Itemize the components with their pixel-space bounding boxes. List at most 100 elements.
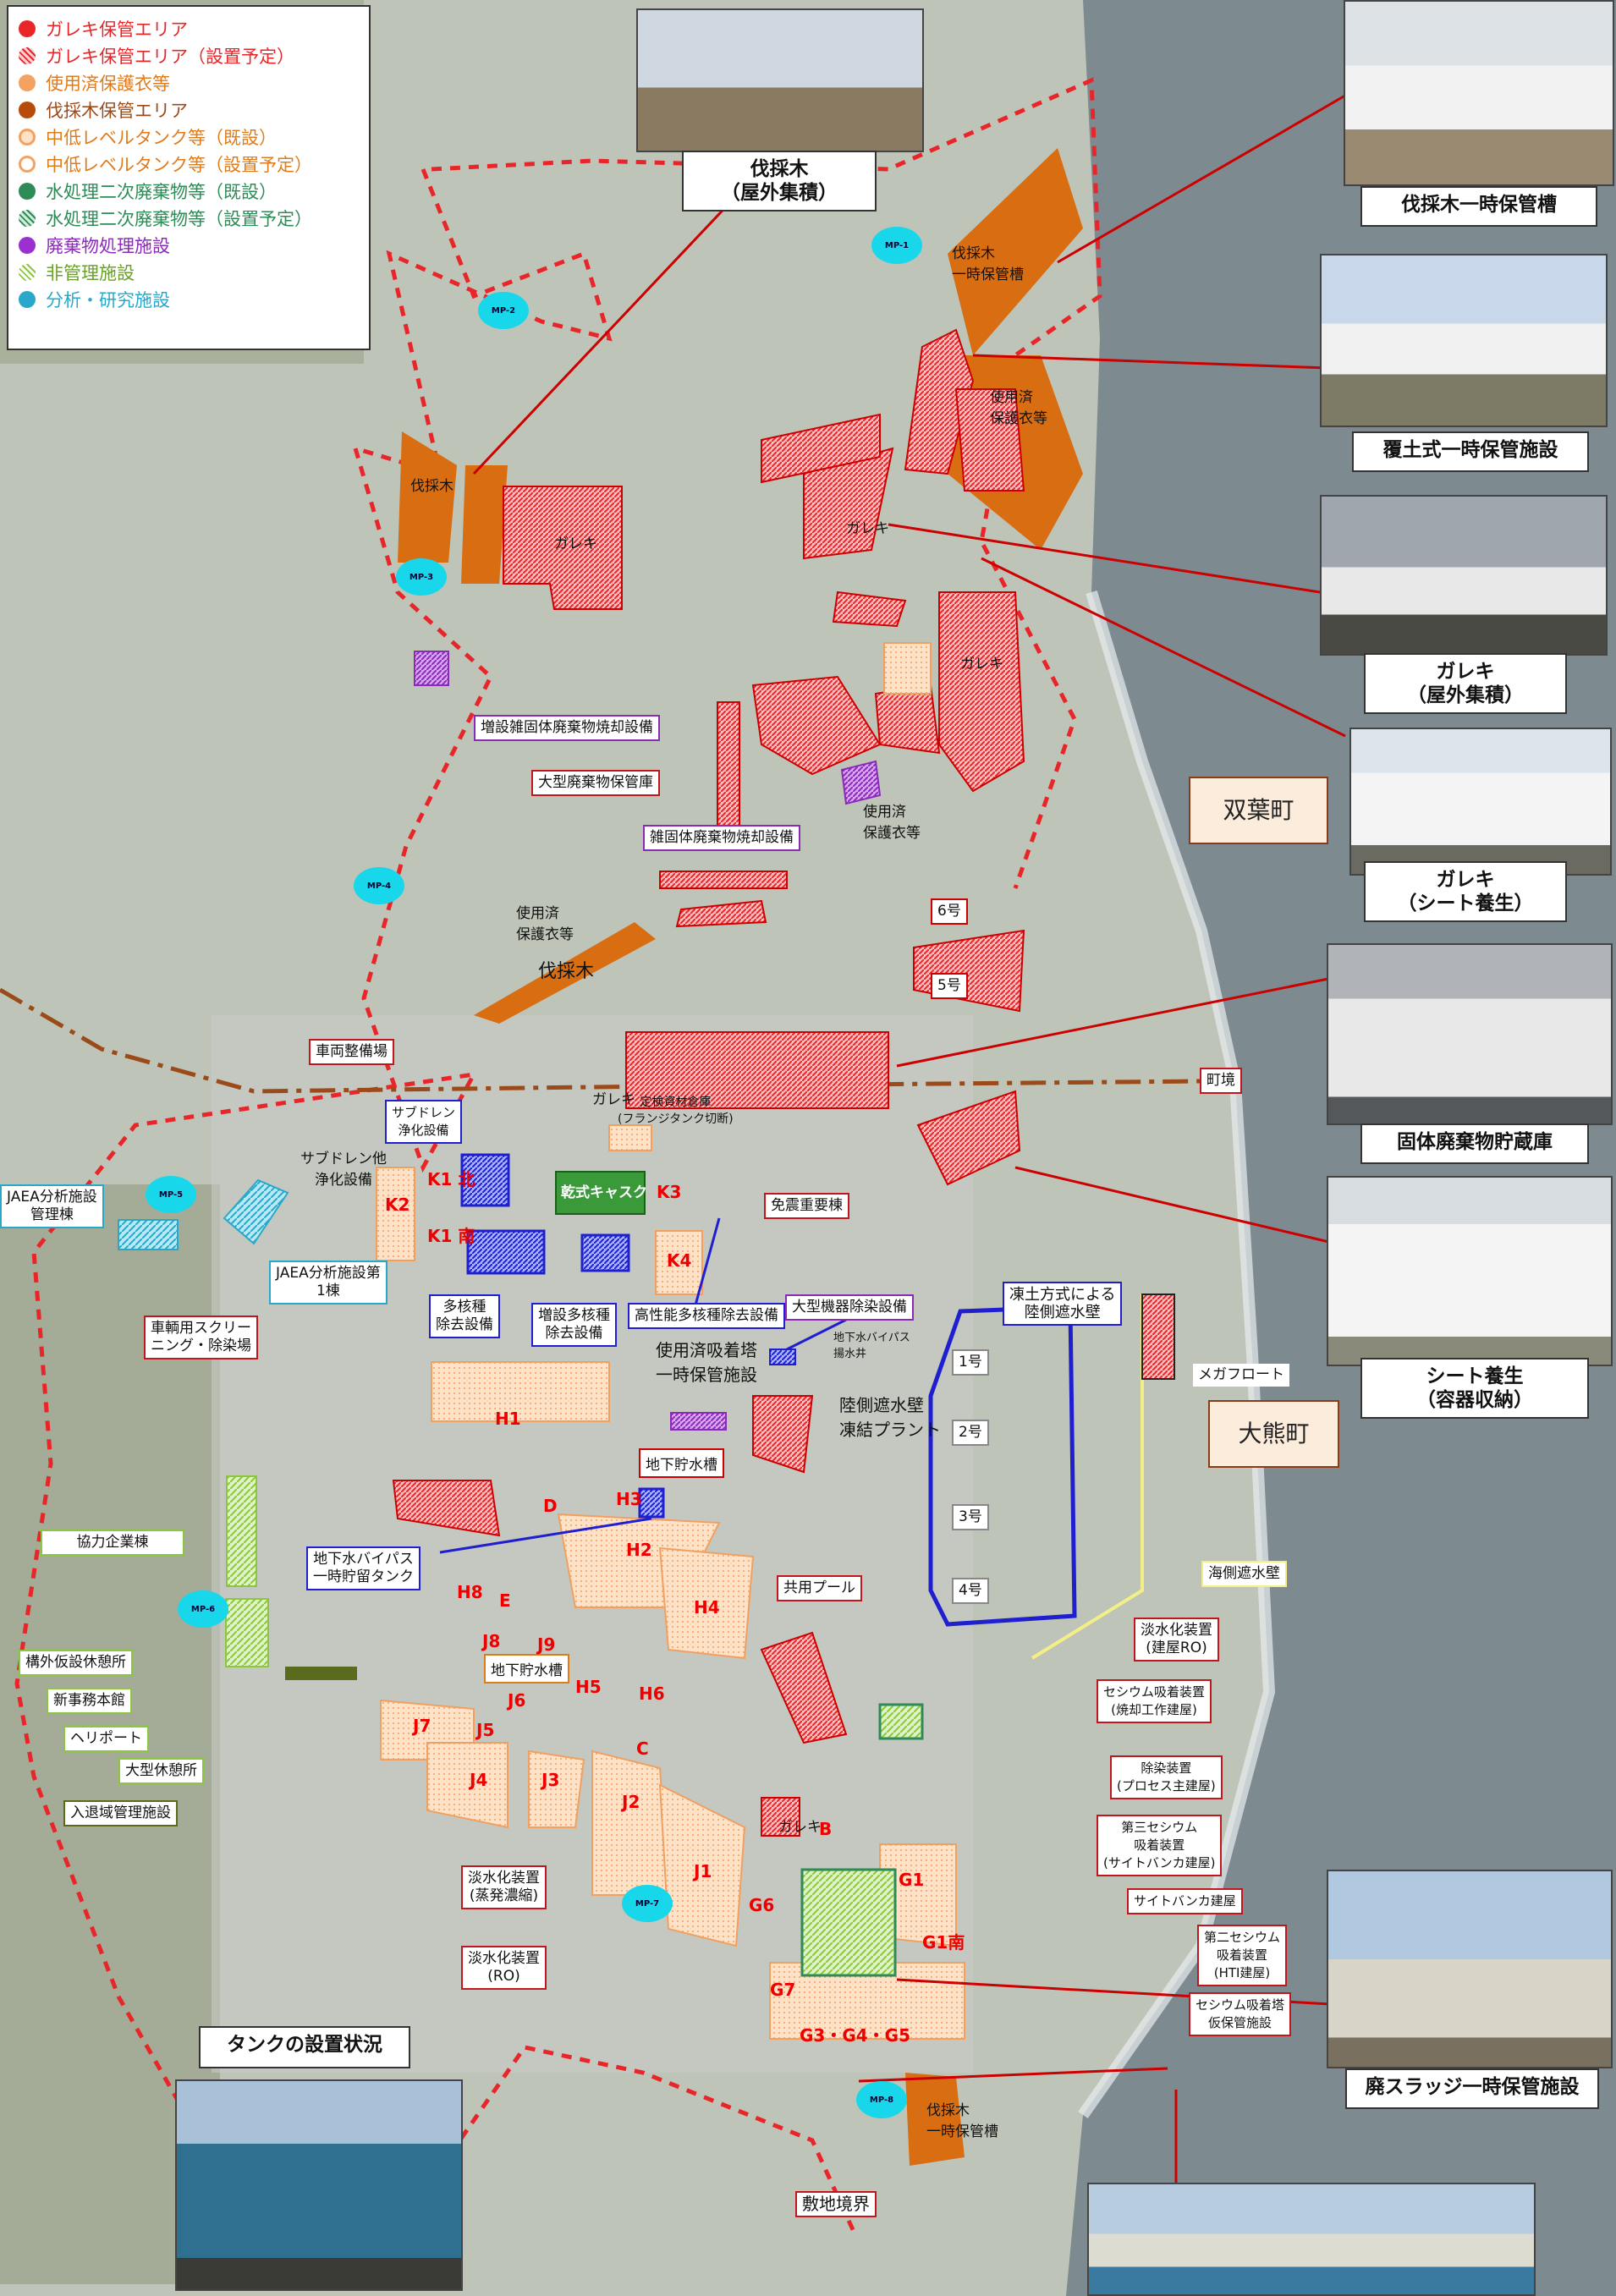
monitoring-post-7: MP-7: [622, 1885, 673, 1922]
trees-tmp-label: 伐採木 一時保管槽: [952, 245, 1024, 283]
callout-frozen-wall: 凍土方式による 陸側遮水壁: [1003, 1282, 1123, 1326]
legend-item: 伐採木保管エリア: [19, 96, 359, 124]
tank-d-label: D: [543, 1496, 558, 1516]
monitoring-post-4: MP-4: [354, 867, 404, 904]
rubble-area-6: [832, 590, 907, 628]
rubble-area-9: [874, 684, 941, 755]
tank-k1n-label: K1 北: [427, 1169, 475, 1189]
photo-solid-waste-image: [1327, 943, 1613, 1125]
callout-large-decon: 大型機器除染設備: [785, 1294, 914, 1321]
tank-h2-label: H2: [626, 1540, 652, 1560]
legend-label: 廃棄物処理施設: [46, 236, 170, 256]
monitoring-post-8: MP-8: [856, 2081, 907, 2118]
callout-cesium3: 第三セシウム 吸着装置 (サイトバンカ建屋): [1097, 1815, 1223, 1876]
rubble-area-5: [761, 413, 881, 484]
photo-tanks-image: [175, 2079, 463, 2291]
callout-decon-proc: 除染装置 (プロセス主建屋): [1110, 1755, 1223, 1799]
legend-item: 非管理施設: [19, 259, 359, 286]
tank-j6-label: J6: [508, 1690, 526, 1711]
callout-desal-ro: 淡水化装置 (建屋RO): [1134, 1618, 1219, 1662]
tank-g345-label: G3・G4・G5: [800, 2025, 910, 2046]
photo-solid-waste-caption: 固体廃棄物貯蔵庫: [1360, 1123, 1589, 1164]
town-okuma: 大熊町: [1208, 1400, 1339, 1468]
rubble-label: ガレキ: [554, 536, 597, 552]
town-futaba: 双葉町: [1189, 777, 1328, 844]
map-legend: ガレキ保管エリア ガレキ保管エリア（設置予定） 使用済保護衣等 伐採木保管エリア…: [7, 5, 371, 350]
callout-unit6: 6号: [931, 898, 968, 925]
used-suits-label: 使用済 保護衣等: [990, 389, 1047, 427]
decon-large-area: [670, 1412, 727, 1431]
tank-b-label: B: [819, 1819, 833, 1839]
unit-4-label: 4号: [952, 1578, 989, 1604]
underground-tank-label-2: 地下貯水槽: [484, 1654, 569, 1684]
rubble-label-3: ガレキ: [960, 656, 1003, 673]
legend-item: ガレキ保管エリア（設置予定）: [19, 42, 359, 69]
used-suits-label-3: 使用済 保護衣等: [863, 804, 921, 842]
photo-covered-storage-caption: 覆土式一時保管施設: [1352, 431, 1589, 472]
rubble-area-17: [760, 1631, 848, 1744]
legend-label: 中低レベルタンク等（設置予定）: [46, 155, 312, 175]
rubble-area-11: [675, 899, 767, 928]
legend-swatch-icon: [19, 210, 36, 227]
monitoring-post-6: MP-6: [178, 1590, 228, 1628]
callout-cesium-tower: セシウム吸着塔 仮保管施設: [1189, 1992, 1292, 2036]
tank-k1s-label: K1 南: [427, 1226, 475, 1246]
felled-trees-area-1: [948, 148, 1083, 355]
trees-label-2: 伐採木: [538, 961, 595, 982]
legend-item: 使用済保護衣等: [19, 69, 359, 96]
legend-item: 中低レベルタンク等（設置予定）: [19, 151, 359, 178]
felled-trees-area-5: [474, 922, 656, 1024]
photo-felled-trees-storage-caption: 伐採木一時保管槽: [1360, 186, 1597, 227]
legend-item: 水処理二次廃棄物等（既設）: [19, 178, 359, 205]
tank-k3: [608, 1124, 652, 1151]
legend-swatch-icon: [19, 20, 36, 37]
photo-sludge-image: [1327, 1870, 1613, 2068]
photo-site-bottom-image: [1087, 2183, 1536, 2296]
callout-jaea-lab: JAEA分析施設第 1棟: [269, 1261, 388, 1305]
used-absorber-label: 使用済吸着塔 一時保管施設: [656, 1340, 757, 1385]
felled-trees-area-6: [905, 2073, 965, 2166]
used-suits-label-2: 使用済 保護衣等: [516, 905, 574, 943]
tank-j3: [528, 1749, 585, 1828]
rubble-area-7: [938, 591, 1025, 793]
alps-unit: [466, 1229, 546, 1275]
tank-j1: [658, 1783, 746, 1947]
rubble-label-2: ガレキ: [846, 520, 889, 537]
callout-megafloat: メガフロート: [1193, 1364, 1289, 1387]
rubble-area-16: [392, 1480, 501, 1537]
callout-entry: 入退域管理施設: [63, 1800, 178, 1826]
tank-k4: [655, 1230, 703, 1295]
callout-quake-building: 免震重要棟: [764, 1193, 849, 1219]
cesium-tower-area: [800, 1868, 897, 1977]
legend-label: 水処理二次廃棄物等（既設）: [46, 182, 277, 202]
legend-swatch-icon: [19, 129, 36, 146]
callout-desal-evap: 淡水化装置 (蒸発濃縮): [461, 1865, 547, 1909]
tank-f: [883, 642, 932, 695]
partner-building-area: [226, 1475, 257, 1587]
tank-j4-label: J4: [470, 1770, 488, 1790]
legend-swatch-icon: [19, 291, 36, 308]
legend-swatch-icon: [19, 74, 36, 91]
photo-rubble-sheet-caption: ガレキ （シート養生）: [1364, 861, 1567, 922]
rubble-area-18: [761, 1797, 800, 1837]
large-waste-storage: [717, 701, 740, 830]
legend-swatch-icon: [19, 264, 36, 281]
rubble-area-12: [625, 1031, 889, 1109]
tank-k2-label: K2: [385, 1195, 410, 1215]
tank-j7-label: J7: [413, 1716, 431, 1736]
tank-j2-label: J2: [622, 1792, 640, 1812]
legend-label: 水処理二次廃棄物等（設置予定）: [46, 209, 312, 229]
tank-k2: [376, 1167, 415, 1261]
legend-label: 中低レベルタンク等（既設）: [46, 128, 277, 148]
felled-trees-area-3: [398, 431, 457, 563]
photo-sheet-container-image: [1327, 1176, 1613, 1366]
megafloat-shape: [1141, 1294, 1175, 1380]
photo-felled-trees-outdoor-image: [636, 8, 924, 152]
callout-pool: 共用プール: [777, 1575, 862, 1601]
callout-sea-wall: 海側遮水壁: [1201, 1561, 1287, 1587]
trees-label: 伐採木: [410, 478, 453, 495]
callout-screening: 車輌用スクリー ニング・除染場: [144, 1316, 258, 1359]
felled-trees-area-4: [461, 465, 508, 584]
monitoring-post-5: MP-5: [146, 1176, 196, 1213]
legend-swatch-icon: [19, 237, 36, 254]
